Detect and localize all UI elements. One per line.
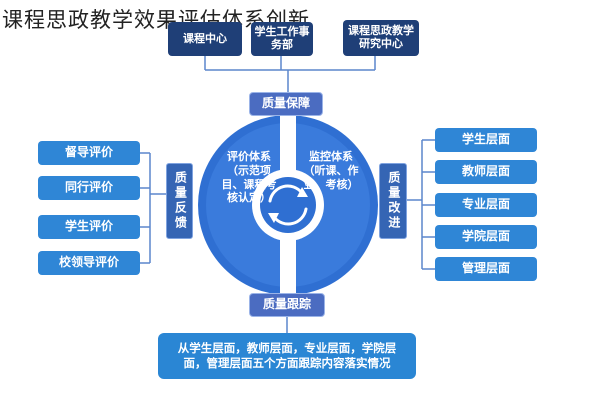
left-item-peer-eval: 同行评价 — [38, 176, 140, 200]
left-item-supervisor-eval: 督导评价 — [38, 141, 140, 165]
quality-assurance-header: 质量保障 — [249, 92, 323, 116]
right-item-major-level: 专业层面 — [435, 193, 537, 217]
quality-improvement-box: 质量改进 — [379, 163, 407, 239]
central-cycle-diagram — [198, 115, 378, 295]
right-item-student-level: 学生层面 — [435, 128, 537, 152]
top-box-research-center: 课程思政教学研究中心 — [343, 20, 419, 56]
right-item-management-level: 管理层面 — [435, 257, 537, 281]
top-box-course-center: 课程中心 — [168, 22, 242, 56]
right-item-teacher-level: 教师层面 — [435, 160, 537, 184]
left-item-leader-eval: 校领导评价 — [38, 251, 140, 275]
cycle-arrows-icon — [268, 184, 308, 226]
right-item-college-level: 学院层面 — [435, 225, 537, 249]
left-item-student-eval: 学生评价 — [38, 215, 140, 239]
tracking-description-box: 从学生层面，教师层面，专业层面，学院层面，管理层面五个方面跟踪内容落实情况 — [158, 333, 416, 379]
quality-feedback-box: 质量反馈 — [166, 163, 193, 239]
circle-left-text: 评价体系（示范项目、课程考核认定） — [221, 150, 277, 205]
circle-right-text: 监控体系（听课、作业、考核） — [303, 150, 359, 191]
quality-tracking-header: 质量跟踪 — [249, 293, 325, 317]
top-box-student-affairs: 学生工作事务部 — [251, 22, 313, 56]
